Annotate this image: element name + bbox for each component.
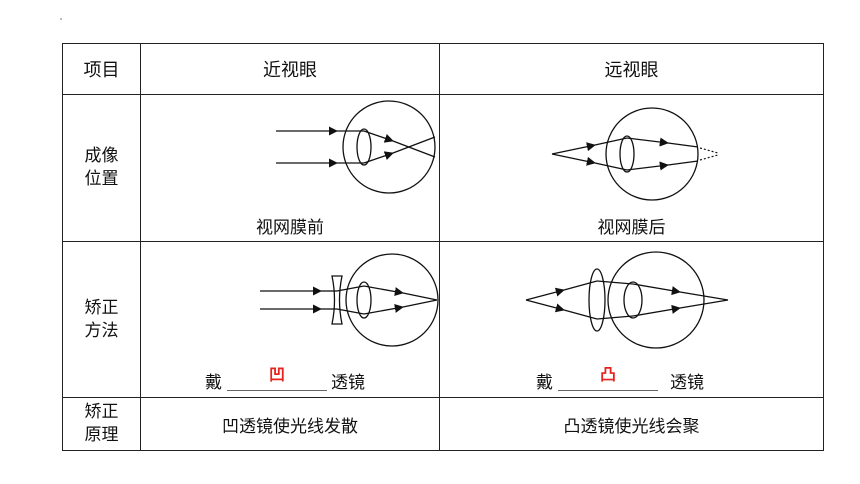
hyperopia-answer: 凸 [599,365,616,384]
eyeball-icon [345,253,439,347]
myopia-principle: 凹透镜使光线发散 [140,397,440,451]
correction-row: 矫正 方法 戴 [62,241,824,398]
myopia-answer-blank [227,368,327,391]
correction-label-line1: 矫正 [84,297,119,318]
hyperopia-wear-text: 戴 [536,373,553,393]
eye-lens-icon [356,281,372,319]
eyeball-icon [605,107,699,201]
hyperopia-correction-cell: 戴 凸 透镜 [439,241,824,398]
concave-lens-icon [331,275,343,325]
eye-lens-icon [623,281,643,319]
header-hyperopia: 远视眼 [439,43,824,95]
imaging-label: 成像 位置 [62,94,141,242]
correction-label: 矫正 方法 [62,241,141,398]
eye-lens-icon [356,128,372,166]
eyeball-icon [342,100,436,194]
principle-row: 矫正 原理 凹透镜使光线发散 凸透镜使光线会聚 [62,397,824,451]
myopia-imaging-cell: 视网膜前 [140,94,440,242]
eyeball-icon [607,251,705,349]
header-myopia: 近视眼 [140,43,440,95]
principle-label-line1: 矫正 [84,402,119,422]
myopia-answer: 凹 [268,365,285,384]
principle-label-line2: 原理 [84,425,119,445]
hyperopia-imaging-caption: 视网膜后 [597,218,666,238]
myopia-imaging-diagram [276,100,436,194]
hyperopia-principle: 凸透镜使光线会聚 [439,397,824,451]
principle-label: 矫正 原理 [62,397,141,451]
eye-lens-icon [619,135,635,173]
imaging-row: 成像 位置 [62,94,824,242]
convex-lens-icon [588,268,606,332]
myopia-correction-diagram [260,253,439,347]
correction-label-line2: 方法 [84,320,119,341]
imaging-label-line1: 成像 [84,146,119,166]
myopia-wear-text: 戴 [205,373,222,393]
stray-dot [60,18,62,20]
hyperopia-lens-text: 透镜 [670,373,704,393]
hyperopia-correction-diagram [525,251,729,349]
myopia-correction-cell: 戴 凹 透镜 [140,241,440,398]
myopia-lens-text: 透镜 [331,373,365,393]
eye-comparison-table: 项目 近视眼 远视眼 成像 位置 [62,43,824,451]
hyperopia-answer-blank [558,368,658,391]
header-row: 项目 近视眼 远视眼 [62,43,824,95]
myopia-imaging-caption: 视网膜前 [256,218,324,238]
header-item: 项目 [62,43,141,95]
hyperopia-imaging-diagram [551,107,719,201]
hyperopia-imaging-cell: 视网膜后 [439,94,824,242]
imaging-label-line2: 位置 [84,169,119,189]
